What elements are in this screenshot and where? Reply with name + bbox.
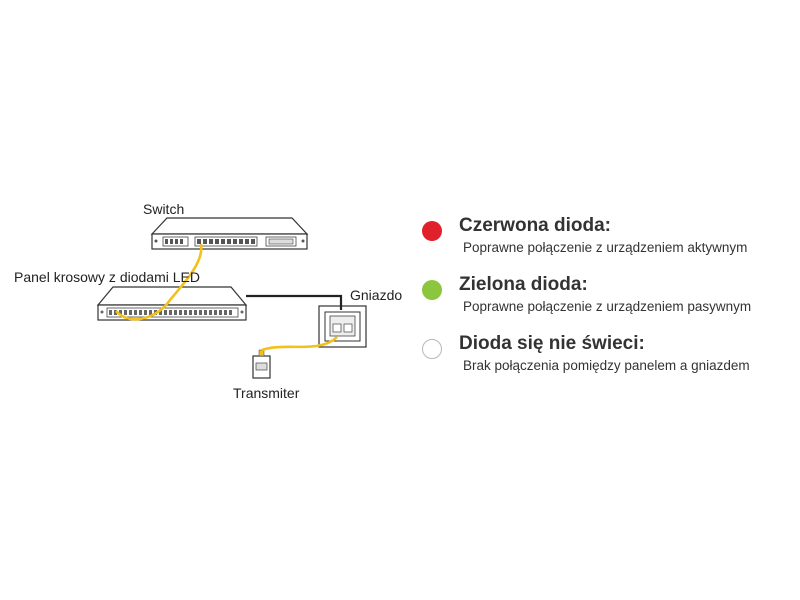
legend-title: Zielona dioda: bbox=[459, 274, 588, 295]
cable-switch-to-panel bbox=[115, 243, 203, 321]
legend-description: Poprawne połączenie z urządzeniem pasywn… bbox=[463, 299, 752, 314]
cable-socket-to-transmitter bbox=[261, 336, 338, 352]
green-led-icon bbox=[422, 280, 442, 300]
wall-socket bbox=[318, 305, 367, 348]
red-led-icon bbox=[422, 221, 442, 241]
socket-label: Gniazdo bbox=[350, 287, 402, 303]
off-led-icon bbox=[422, 339, 442, 359]
transmitter-label: Transmiter bbox=[233, 385, 300, 401]
cable-panel-to-socket bbox=[246, 294, 343, 310]
legend-description: Poprawne połączenie z urządzeniem aktywn… bbox=[463, 240, 748, 255]
switch-device bbox=[150, 217, 309, 250]
legend-title: Dioda się nie świeci: bbox=[459, 333, 645, 354]
transmitter-device bbox=[252, 349, 271, 379]
patch-panel-label: Panel krosowy z diodami LED bbox=[14, 269, 200, 285]
legend-title: Czerwona dioda: bbox=[459, 215, 612, 236]
legend-description: Brak połączenia pomiędzy panelem a gniaz… bbox=[463, 358, 750, 373]
switch-label: Switch bbox=[143, 201, 184, 217]
